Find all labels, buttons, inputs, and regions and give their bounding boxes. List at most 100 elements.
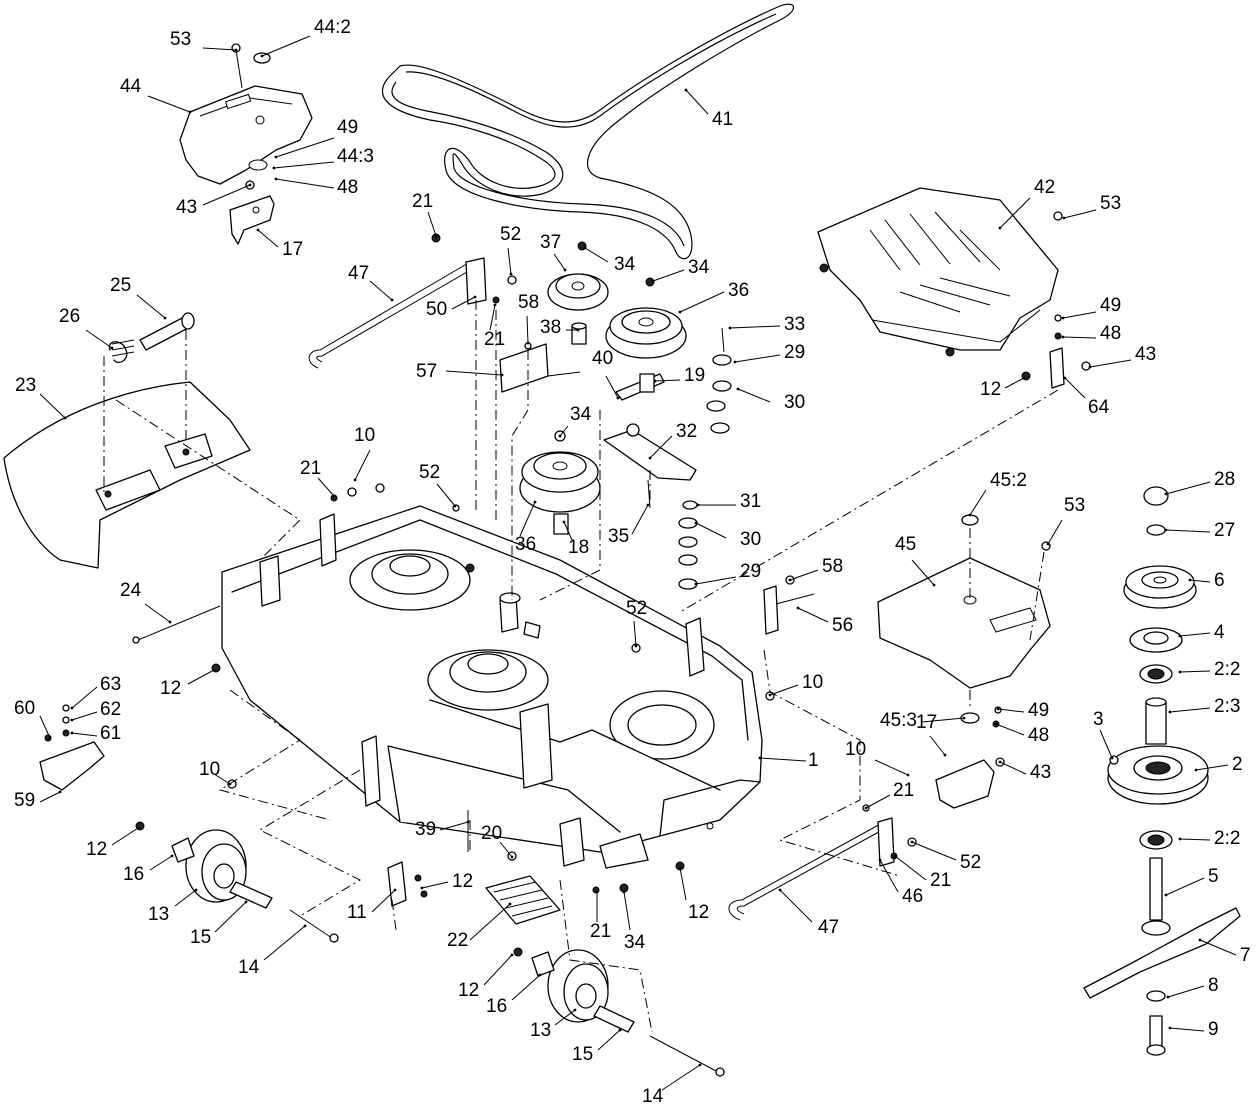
part-callout: 21 xyxy=(412,191,433,212)
callout-arrowhead xyxy=(1046,542,1050,546)
callout-arrowhead xyxy=(508,902,512,906)
callout-leader xyxy=(1169,1027,1205,1032)
callout-leader xyxy=(997,708,1025,713)
callout-arrowhead xyxy=(1061,316,1065,320)
belt-cover-left xyxy=(179,43,313,185)
part-callout: 48 xyxy=(1028,725,1049,746)
part-callout: 34 xyxy=(614,254,636,275)
callout-leader xyxy=(623,891,631,931)
callout-leader xyxy=(1062,311,1097,319)
callout-leader xyxy=(187,669,215,685)
part-callout: 13 xyxy=(530,1020,551,1041)
callout-arrowhead xyxy=(1061,335,1065,339)
callout-arrowhead xyxy=(1164,492,1168,496)
part-callout: 10 xyxy=(845,739,866,760)
callout-arrowhead xyxy=(509,272,513,276)
callout-arrowhead xyxy=(1178,670,1182,674)
part-callout: 49 xyxy=(1100,295,1121,316)
callout-leader xyxy=(202,47,237,51)
part-callout: 34 xyxy=(688,257,710,278)
callout-arrowhead xyxy=(1194,768,1198,772)
callout-arrowhead xyxy=(170,854,174,858)
part-callout: 43 xyxy=(1135,344,1156,365)
callout-arrowhead xyxy=(274,155,278,159)
part-callout: 48 xyxy=(337,177,358,198)
callout-leader xyxy=(354,449,371,481)
callout-leader xyxy=(679,291,725,313)
callout-arrowhead xyxy=(932,583,936,587)
callout-arrowhead xyxy=(234,48,238,52)
part-callout: 20 xyxy=(481,823,502,844)
callout-arrowhead xyxy=(168,620,172,624)
callout-arrowhead xyxy=(1088,365,1092,369)
callout-leader xyxy=(147,95,191,113)
part-callout: 12 xyxy=(86,839,107,860)
part-callout: 2:2 xyxy=(1214,828,1240,849)
part-callout: 27 xyxy=(1214,520,1235,541)
callout-arrowhead xyxy=(500,373,504,377)
part-callout: 34 xyxy=(624,932,646,953)
part-callout: 21 xyxy=(590,921,611,942)
belt-cover-right xyxy=(817,187,1063,357)
part-callout: 15 xyxy=(572,1044,593,1065)
callout-leader xyxy=(999,761,1027,775)
callout-arrowhead xyxy=(1168,710,1172,714)
callout-arrowhead xyxy=(1178,634,1182,638)
part-callout: 57 xyxy=(416,361,437,382)
callout-arrowhead xyxy=(968,513,972,517)
callout-leader xyxy=(633,620,637,647)
callout-leader xyxy=(436,483,456,507)
callout-leader xyxy=(507,247,512,275)
callout-leader xyxy=(563,521,573,541)
callout-leader xyxy=(652,269,685,282)
callout-arrowhead xyxy=(768,693,772,697)
assembly-centerlines xyxy=(103,300,1059,1033)
callout-leader xyxy=(737,388,771,403)
part-callout: 33 xyxy=(784,314,805,335)
callout-leader xyxy=(39,791,61,803)
part-callout: 38 xyxy=(540,317,561,338)
part-callout: 12 xyxy=(458,980,479,1001)
callout-leader xyxy=(789,569,819,581)
callout-arrowhead xyxy=(274,177,278,181)
callout-arrowhead xyxy=(1178,837,1182,841)
part-callout: 40 xyxy=(592,348,613,369)
part-callout: 48 xyxy=(1100,323,1121,344)
lift-rod-lower xyxy=(728,817,895,921)
callout-arrowhead xyxy=(538,973,542,977)
part-callout: 1 xyxy=(808,750,819,771)
callout-arrowhead xyxy=(1164,528,1168,532)
callout-leader xyxy=(439,821,469,831)
callout-arrowhead xyxy=(864,806,868,810)
callout-leader xyxy=(1195,764,1229,771)
callout-leader xyxy=(779,889,813,923)
callout-leader xyxy=(874,759,909,776)
callout-arrowhead xyxy=(1062,216,1066,220)
callout-arrowhead xyxy=(998,226,1002,230)
callout-leader xyxy=(969,489,987,516)
part-callout: 44:2 xyxy=(314,17,351,38)
part-callout: 42 xyxy=(1034,177,1055,198)
callout-leader xyxy=(445,370,503,376)
bracket-57 xyxy=(499,343,581,393)
part-callout: 45:3 xyxy=(880,710,917,731)
bracket-11 xyxy=(387,861,428,907)
part-callout: 41 xyxy=(712,109,733,130)
callout-leader xyxy=(214,901,247,933)
callout-arrowhead xyxy=(526,341,530,345)
callout-leader xyxy=(865,794,891,809)
part-callout: 47 xyxy=(348,263,369,284)
callout-leader xyxy=(1179,670,1211,673)
callout-leader xyxy=(1179,632,1211,637)
part-callout: 16 xyxy=(486,996,507,1017)
part-callout: 34 xyxy=(570,404,592,425)
callout-arrowhead xyxy=(244,900,248,904)
callout-leader xyxy=(1179,838,1211,841)
callout-leader xyxy=(369,280,393,301)
part-callout: 12 xyxy=(160,678,181,699)
callout-leader xyxy=(263,925,306,961)
callout-arrowhead xyxy=(212,668,216,672)
callout-arrowhead xyxy=(573,1008,577,1012)
callout-leader xyxy=(769,684,799,696)
callout-leader xyxy=(213,773,231,785)
